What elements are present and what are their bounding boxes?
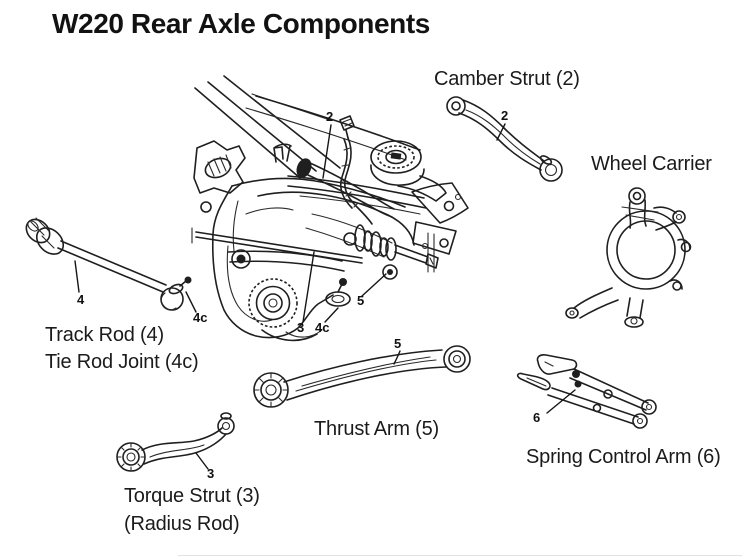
spring-control-arm-label: Spring Control Arm (6) (526, 446, 721, 468)
callout-5-part: 5 (394, 336, 401, 351)
callout-6-part: 6 (533, 410, 540, 425)
callout-numbers: 2 2 3 3 4 4c 4c 5 5 6 (77, 108, 540, 481)
camber-strut-label: Camber Strut (2) (434, 68, 580, 90)
torque-strut-drawing (116, 412, 235, 472)
track-rod-label: Track Rod (4) (45, 324, 164, 346)
thrust-arm-label: Thrust Arm (5) (314, 418, 439, 440)
tie-rod-joint-label: Tie Rod Joint (4c) (45, 351, 199, 373)
spring-control-arm-drawing (516, 354, 657, 429)
camber-strut-drawing (446, 96, 563, 182)
track-rod-drawing (25, 217, 197, 313)
wheel-carrier-drawing (565, 187, 692, 328)
callout-4c-assembly: 4c (315, 320, 329, 335)
page-title: W220 Rear Axle Components (52, 8, 430, 39)
torque-strut-label-block: Torque Strut (3) (Radius Rod) (124, 482, 260, 538)
callout-3-part: 3 (207, 466, 214, 481)
callout-2-assembly: 2 (326, 109, 333, 124)
callout-5-assembly: 5 (357, 293, 364, 308)
radius-rod-label: (Radius Rod) (124, 513, 240, 535)
callout-3-assembly: 3 (297, 320, 304, 335)
track-rod-label-block: Track Rod (4) Tie Rod Joint (4c) (45, 322, 199, 376)
wheel-carrier-label: Wheel Carrier (591, 153, 712, 175)
callout-2-part: 2 (501, 108, 508, 123)
thrust-arm-drawing (253, 345, 471, 408)
callout-4-part: 4 (77, 292, 85, 307)
scan-artifact-line (178, 555, 742, 556)
central-assembly-drawing (191, 75, 469, 342)
callout-4c-part: 4c (193, 310, 207, 325)
torque-strut-label: Torque Strut (3) (124, 485, 260, 507)
